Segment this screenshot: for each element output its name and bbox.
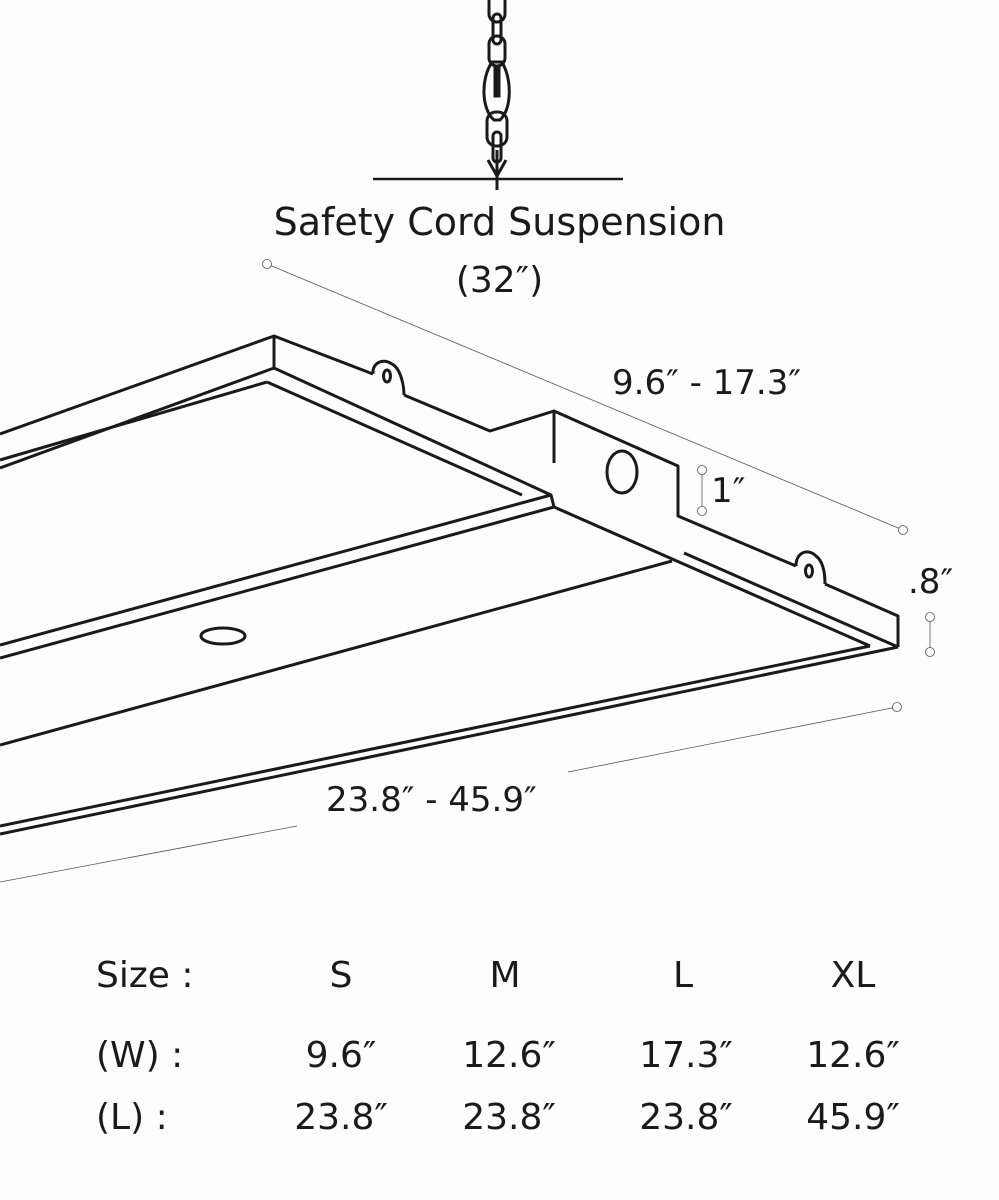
size-row-label: Size :: [96, 955, 194, 996]
length-cell: 23.8″: [294, 1097, 388, 1138]
size-cell: M: [489, 955, 521, 996]
diagram-title: Safety Cord Suspension: [273, 200, 726, 244]
length-row-label: (L) :: [96, 1097, 168, 1138]
suspension-chain-icon: [482, 0, 511, 190]
width-range-label: 9.6″ - 17.3″: [612, 363, 802, 403]
width-cell: 12.6″: [462, 1035, 556, 1076]
channel-height-label: 1″: [711, 471, 746, 511]
length-range-label: 23.8″ - 45.9″: [326, 780, 537, 820]
width-row-label: (W) :: [96, 1035, 184, 1076]
frame-height-label: .8″: [908, 562, 954, 602]
light-fixture-outline: [0, 334, 900, 836]
width-cell: 9.6″: [305, 1035, 377, 1076]
size-cell: XL: [830, 955, 876, 996]
length-cell: 23.8″: [639, 1097, 733, 1138]
length-cell: 23.8″: [462, 1097, 556, 1138]
width-cell: 12.6″: [806, 1035, 900, 1076]
dimension-lines: [0, 259, 935, 883]
size-cell: S: [329, 955, 353, 996]
width-cell: 17.3″: [639, 1035, 733, 1076]
cord-length-label: (32″): [455, 260, 544, 301]
length-cell: 45.9″: [806, 1097, 900, 1138]
size-cell: L: [672, 955, 694, 996]
